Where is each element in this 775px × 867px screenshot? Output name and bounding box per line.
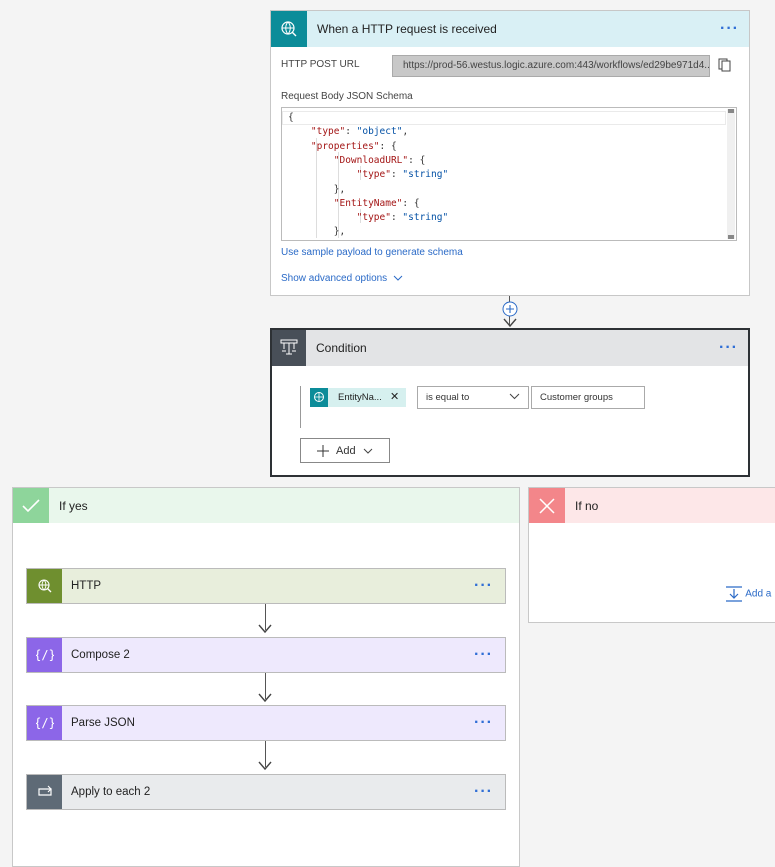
json-schema-editor[interactable]: { "type": "object", "properties": { "Dow… [281,107,737,241]
schema-line: "properties": { [310,140,397,152]
http-trigger-title: When a HTTP request is received [317,22,497,36]
add-action-label: Add a [745,588,772,600]
if-yes-branch: If yes [12,487,520,867]
plus-icon [317,445,329,457]
scrollbar-top[interactable] [728,109,734,113]
condition-value-field[interactable]: Customer groups [531,386,645,409]
connector-line [265,741,266,767]
http-post-url-field[interactable]: https://prod-56.westus.logic.azure.com:4… [392,55,710,77]
advanced-options-link[interactable]: Show advanced options [281,273,403,284]
braces-icon: {/} [27,638,62,672]
chevron-down-icon [363,448,373,454]
globe-icon [27,569,62,603]
http-trigger-card[interactable]: When a HTTP request is received ··· HTTP… [270,10,750,296]
schema-line: "DownloadURL": { [333,154,426,166]
advanced-options-label: Show advanced options [281,273,388,284]
connector-line [265,604,266,630]
svg-text:{/}: {/} [36,648,54,662]
chevron-down-icon [509,387,520,408]
more-options-icon[interactable]: ··· [719,339,738,356]
if-no-branch: If no Add a [528,487,775,623]
svg-text:{/}: {/} [36,716,54,730]
condition-card[interactable]: Condition ··· EntityNa... ✕ is equal to … [270,328,750,477]
condition-title: Condition [316,341,367,355]
http-trigger-header[interactable]: When a HTTP request is received ··· [271,11,749,47]
globe-icon [271,11,307,47]
add-action-button[interactable]: Add a [725,586,771,602]
if-yes-header[interactable]: If yes [13,488,519,523]
condition-icon [272,330,306,366]
more-options-icon[interactable]: ··· [474,783,493,800]
action-card[interactable]: {/} Parse JSON ··· [26,705,506,741]
editor-scrollbar[interactable] [727,109,735,239]
sample-payload-link[interactable]: Use sample payload to generate schema [281,247,463,258]
token-label: EntityNa... [338,392,382,403]
indent-guide [360,166,361,180]
more-options-icon[interactable]: ··· [474,646,493,663]
close-icon [529,488,565,523]
remove-token-icon[interactable]: ✕ [390,391,400,403]
schema-line: }, [288,183,346,195]
copy-icon[interactable] [718,58,732,72]
schema-label: Request Body JSON Schema [281,91,413,102]
scrollbar-bottom[interactable] [728,235,734,239]
condition-header[interactable]: Condition ··· [272,330,748,366]
entityname-token[interactable]: EntityNa... ✕ [310,388,406,407]
action-title: Apply to each 2 [71,786,151,798]
arrow-down-icon [258,624,272,634]
if-no-header[interactable]: If no [529,488,775,523]
more-options-icon[interactable]: ··· [474,577,493,594]
current-line-highlight [282,111,726,125]
more-options-icon[interactable]: ··· [720,20,739,37]
operator-value: is equal to [426,392,470,403]
chevron-down-icon [393,275,403,281]
indent-guide [338,152,339,238]
action-card[interactable]: HTTP ··· [26,568,506,604]
arrow-down-icon [258,693,272,703]
connector-line [265,673,266,699]
braces-icon: {/} [27,706,62,740]
condition-group-bar [300,386,301,428]
globe-icon [310,388,328,407]
http-post-url-label: HTTP POST URL [281,59,360,70]
check-icon [13,488,49,523]
schema-line: "SortId": { [288,240,397,241]
indent-guide [360,209,361,223]
action-title: Parse JSON [71,717,135,729]
schema-line: "type": "string" [356,169,449,181]
schema-line: "EntityName": { [333,197,420,209]
insert-step-icon[interactable] [501,300,519,318]
schema-line: { [288,112,294,123]
loop-icon [27,775,62,809]
action-card[interactable]: {/} Compose 2 ··· [26,637,506,673]
schema-line: "type": "string" [356,212,449,224]
action-title: HTTP [71,580,102,592]
if-yes-title: If yes [59,498,88,513]
if-no-title: If no [575,498,599,513]
indent-guide [316,138,317,238]
schema-line: "type": "object", [310,126,409,138]
more-options-icon[interactable]: ··· [474,714,493,731]
operator-dropdown[interactable]: is equal to [417,386,529,409]
action-title: Compose 2 [71,649,130,661]
schema-line: }, [288,226,346,238]
add-action-icon [726,586,742,602]
add-label: Add [336,445,356,457]
add-condition-button[interactable]: Add [300,438,390,463]
arrow-down-icon [258,761,272,771]
action-card[interactable]: Apply to each 2 ··· [26,774,506,810]
arrow-down-icon [503,318,517,328]
